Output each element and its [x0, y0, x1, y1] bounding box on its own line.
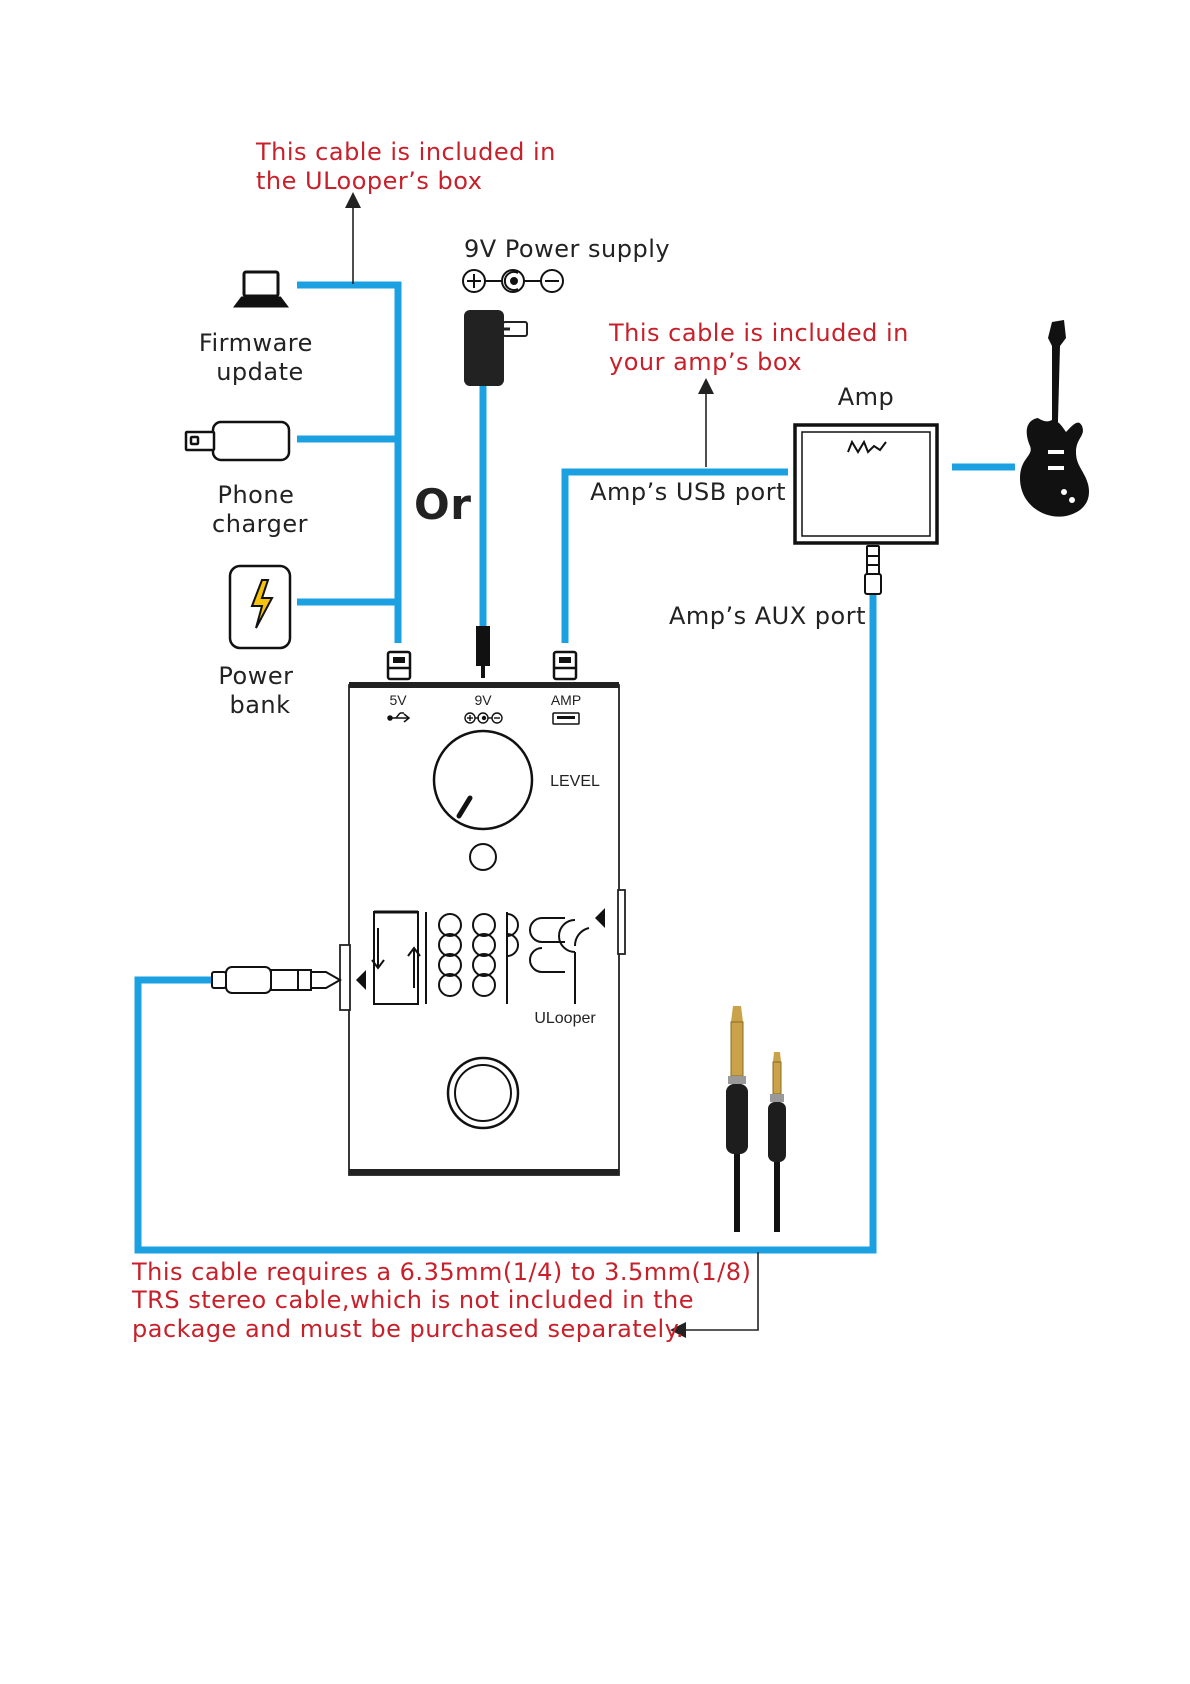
note-ulooper-box-line-2: the ULooper’s box: [256, 167, 482, 195]
usb-port-small-icon: [552, 712, 580, 725]
cable-trs-loop: [134, 594, 877, 1254]
cable-amp-usb: [561, 468, 788, 643]
power-bank-label-line-2: bank: [229, 691, 290, 719]
amplifier-icon: [793, 423, 939, 545]
note-amp-box: This cable is included in your amp’s box: [608, 319, 917, 376]
electric-guitar-icon: [1020, 320, 1090, 517]
wall-adapter-icon: [464, 310, 528, 386]
note-trs-line-1: This cable requires a 6.35mm(1/4) to 3.5…: [131, 1258, 751, 1286]
usb-symbol-icon: [387, 712, 411, 723]
status-led: [469, 843, 497, 871]
trs-cable-icon: [726, 1006, 786, 1232]
arrow-trs-note: [670, 1252, 759, 1338]
port-label-amp: AMP: [551, 692, 581, 708]
ulooper-logo-icon: [371, 910, 590, 1005]
phone-charger-label: Phone charger: [212, 481, 308, 538]
polarity-symbol-icon: [462, 269, 564, 293]
usb-plug-amp-icon: [552, 650, 578, 681]
note-trs-cable: This cable requires a 6.35mm(1/4) to 3.5…: [131, 1258, 759, 1343]
power-bank-icon: [228, 564, 292, 650]
note-ulooper-box-line-1: This cable is included in: [255, 138, 556, 166]
power-bank-label-line-1: Power: [218, 662, 293, 690]
polarity-small-icon: [464, 712, 503, 724]
usb-plug-5v-icon: [386, 650, 412, 681]
note-amp-box-line-1: This cable is included in: [608, 319, 909, 347]
power-supply-label: 9V Power supply: [464, 235, 670, 263]
dc-plug-9v-icon: [476, 626, 490, 678]
firmware-update-label: Firmware update: [199, 329, 321, 386]
firmware-label-line-1: Firmware: [199, 329, 313, 357]
cable-5v-bus: [297, 281, 402, 643]
level-label: LEVEL: [550, 773, 600, 790]
aux-plug-icon: [864, 545, 882, 595]
input-plug-icon: [211, 966, 343, 994]
usb-charger-icon: [184, 420, 291, 462]
cables: [134, 281, 1015, 1254]
footswitch-button[interactable]: [446, 1056, 520, 1130]
amp-usb-port-label: Amp’s USB port: [590, 478, 786, 506]
port-label-9v: 9V: [474, 692, 492, 708]
note-trs-line-2: TRS stereo cable,which is not included i…: [131, 1286, 694, 1314]
callout-arrows: [345, 192, 759, 1338]
level-knob[interactable]: [432, 729, 534, 831]
phone-charger-label-line-1: Phone: [218, 481, 295, 509]
note-trs-line-3: package and must be purchased separately…: [132, 1315, 684, 1343]
amp-label: Amp: [838, 383, 895, 411]
port-label-5v: 5V: [389, 692, 407, 708]
power-bank-label: Power bank: [218, 662, 301, 719]
note-amp-box-line-2: your amp’s box: [609, 348, 802, 376]
or-label: Or: [414, 480, 471, 529]
phone-charger-label-line-2: charger: [212, 510, 308, 538]
amp-aux-port-label: Amp’s AUX port: [669, 602, 866, 630]
laptop-icon: [233, 270, 289, 308]
note-ulooper-box: This cable is included in the ULooper’s …: [255, 138, 564, 195]
ulooper-brand-label: ULooper: [534, 1010, 596, 1027]
firmware-label-line-2: update: [216, 358, 304, 386]
